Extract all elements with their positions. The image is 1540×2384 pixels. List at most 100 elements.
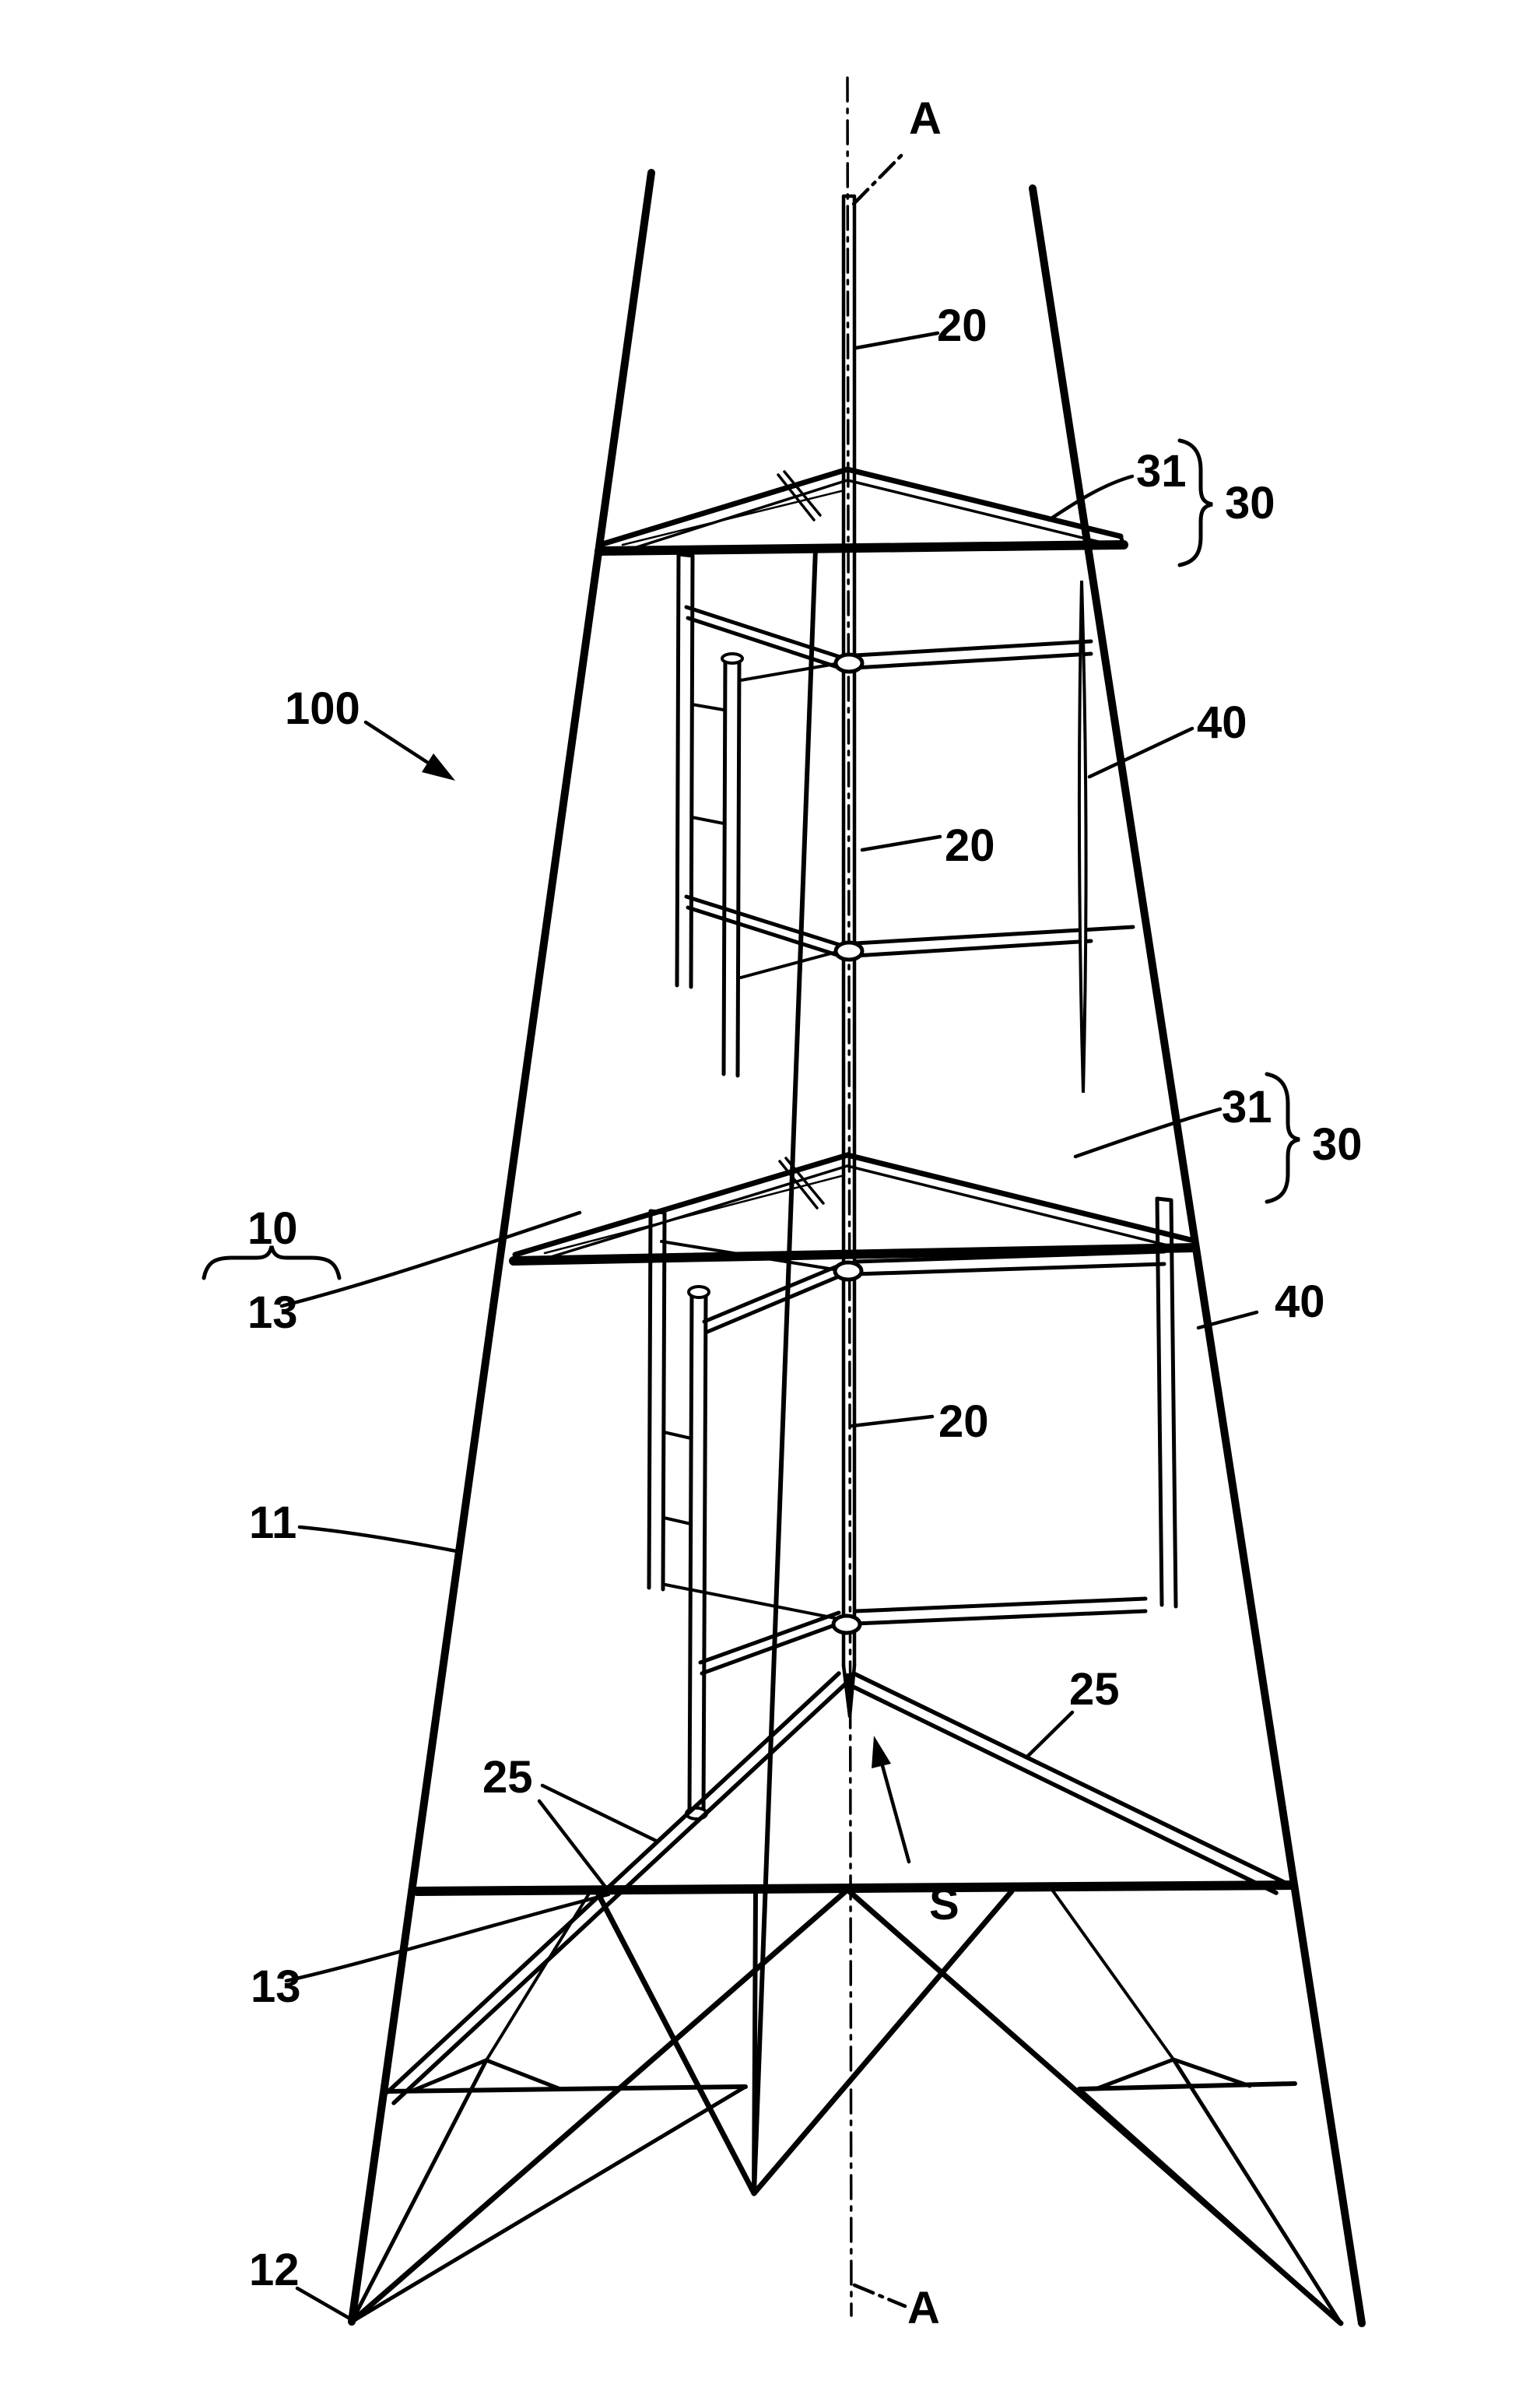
leader-12 <box>295 2286 351 2320</box>
base-tie-right <box>1077 2081 1297 2091</box>
label-25-left: 25 <box>482 1752 533 1803</box>
leader-31-upper <box>1047 474 1135 522</box>
upper-turbine-rungs <box>690 703 725 825</box>
lower-turbine-left-blade-rear <box>687 1290 708 1817</box>
label-axis-bottom: A <box>907 2283 940 2333</box>
brace-30-lower <box>1265 1072 1300 1204</box>
label-mast-lower: 20 <box>938 1396 989 1447</box>
lower-turbine-right-arm-top <box>854 1249 1166 1276</box>
label-40-upper: 40 <box>1197 697 1247 748</box>
base-tie-left <box>384 2084 748 2094</box>
label-base-12: 12 <box>249 2245 300 2295</box>
lower-platform-top-chord <box>512 1152 1194 1258</box>
upper-turbine-left-blade-rear <box>721 656 742 1078</box>
lower-turbine-right-blade <box>1155 1196 1178 1609</box>
upper-turbine-right-blade <box>1077 580 1088 1094</box>
leader-13-lower <box>284 1892 611 1983</box>
upper-platform-bottom-chord <box>595 540 1128 556</box>
leader-31-lower <box>1073 1107 1223 1159</box>
label-mast-upper: 20 <box>937 300 987 351</box>
lower-turbine-left-arm-top <box>702 1263 841 1335</box>
base-main-chord <box>412 1880 1298 1896</box>
hub-turbine2-top <box>833 1260 864 1282</box>
leader-40-upper <box>1087 726 1194 779</box>
base-center-post <box>752 1889 758 2196</box>
reference-labels: A 20 31 30 100 40 20 31 30 10 13 40 20 1… <box>247 93 1363 2333</box>
label-13-upper: 13 <box>247 1287 298 1338</box>
upper-turbine-right-arm-top <box>853 639 1093 670</box>
mast-edges <box>841 194 857 1668</box>
mast-tip-point <box>844 1673 854 1716</box>
hub-turbine1-top <box>833 652 865 674</box>
front-left-leg <box>348 169 655 2326</box>
base-v-brace-left <box>594 1888 757 2196</box>
brace-10 <box>202 1245 342 1280</box>
leader-25-right <box>1024 1710 1075 1760</box>
lower-turbine-left-blade-front <box>647 1209 667 1592</box>
upper-platform-strut <box>777 470 822 521</box>
leader-13-upper <box>279 1210 582 1308</box>
brace-30-upper <box>1177 438 1213 567</box>
label-13-lower: 13 <box>251 1961 301 2012</box>
leader-lines <box>279 150 1259 2320</box>
leader-20-mid <box>860 834 942 852</box>
label-31-upper: 31 <box>1136 446 1187 497</box>
label-40-lower: 40 <box>1275 1276 1325 1327</box>
upper-turbine-rear-arm-top <box>739 662 841 682</box>
rear-leg <box>752 546 818 2196</box>
label-s: S <box>929 1879 959 1929</box>
upper-turbine-left-arm-top <box>684 605 842 670</box>
label-25-right: 25 <box>1069 1664 1120 1715</box>
upper-platform <box>595 466 1128 556</box>
lower-turbine-left-arm-bottom <box>698 1610 841 1676</box>
leader-s-arrow-shaft <box>879 1761 911 1864</box>
hub-turbine1-bottom <box>833 940 865 962</box>
label-assembly-100: 100 <box>285 683 360 734</box>
upper-turbine-blade-cap <box>721 652 744 665</box>
grouping-braces <box>202 438 1300 1280</box>
arrowhead-s <box>872 1736 891 1768</box>
lower-turbine-rungs <box>662 1431 693 1526</box>
leader-a-bottom <box>852 2283 907 2309</box>
leader-20-lower <box>850 1414 935 1428</box>
label-31-lower: 31 <box>1222 1082 1272 1132</box>
upper-platform-right-edge <box>1118 534 1126 547</box>
label-30-lower: 30 <box>1312 1119 1363 1170</box>
base-brace-right-upper <box>1051 1888 1175 2061</box>
base-brace-left-lower <box>349 2058 489 2324</box>
upper-turbine-left-blade-front <box>675 552 695 989</box>
hub-turbine2-bottom <box>831 1613 862 1635</box>
leader-20-upper <box>854 331 940 350</box>
label-tower-10: 10 <box>247 1203 298 1254</box>
lower-turbine-front-arm-bottom <box>664 1583 840 1620</box>
upper-turbine-right-arm-bottom <box>853 925 1135 958</box>
upper-turbine-left-arm-bottom <box>684 894 842 958</box>
base-diagonal-left <box>349 2084 748 2324</box>
lower-platform-inner-chord <box>531 1164 1181 1264</box>
lower-platform-strut <box>778 1157 825 1210</box>
leader-a-top <box>851 150 907 206</box>
base-support <box>349 1671 1344 2326</box>
base-brace-right-lower <box>1171 2057 1343 2326</box>
label-30-upper: 30 <box>1225 478 1275 528</box>
leader-40-lower <box>1196 1310 1259 1330</box>
base-brace-left-upper <box>485 1888 593 2062</box>
lower-turbine-blade-cap-top <box>687 1285 710 1299</box>
center-axis-line <box>846 76 853 2317</box>
base-v-brace-right <box>751 1888 1015 2196</box>
label-leg-11: 11 <box>249 1497 296 1548</box>
upper-turbine <box>675 552 1135 1094</box>
arrowhead-100 <box>422 753 455 781</box>
base-diagonal-right <box>1077 2087 1343 2326</box>
label-axis-top: A <box>909 93 942 144</box>
label-mast-mid: 20 <box>945 820 995 871</box>
lower-platform-thin-line <box>543 1174 846 1255</box>
lower-turbine-right-arm-bottom <box>854 1596 1148 1626</box>
leader-25-left <box>537 1783 660 1891</box>
leader-11 <box>297 1525 463 1554</box>
lower-turbine <box>647 1196 1178 1820</box>
upper-turbine-rear-arm-bottom <box>739 950 841 979</box>
base-x-brace-left <box>349 1887 851 2325</box>
